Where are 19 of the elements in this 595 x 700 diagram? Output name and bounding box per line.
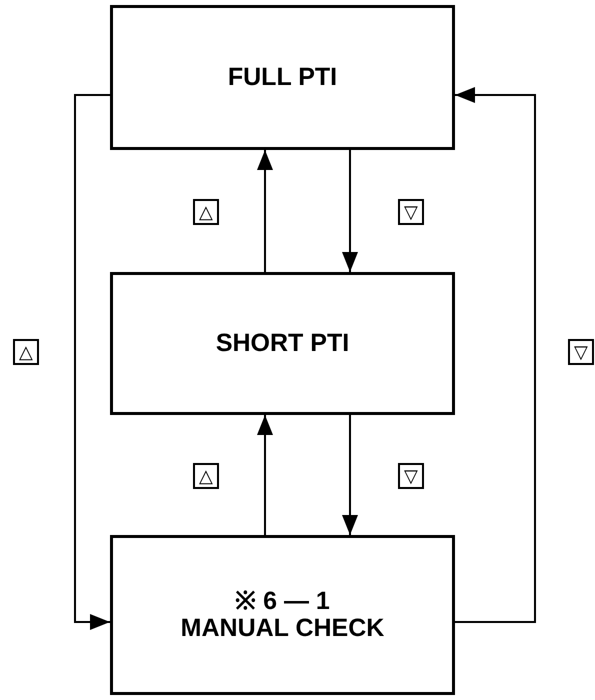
arrow — [455, 87, 536, 623]
arrow — [342, 415, 358, 535]
key-symbol: ▽ — [398, 199, 424, 225]
box-label: FULL PTI — [228, 64, 338, 92]
key-symbol: ▽ — [568, 338, 594, 364]
box-label: MANUAL CHECK — [180, 615, 384, 642]
key-symbol: △ — [193, 199, 219, 225]
process-box — [110, 272, 455, 415]
arrow — [342, 150, 358, 272]
process-box — [110, 535, 455, 695]
key-symbol: ▽ — [398, 463, 424, 489]
arrow — [74, 94, 110, 630]
key-symbol: △ — [13, 338, 39, 364]
box-label: SHORT PTI — [216, 330, 350, 358]
process-box — [110, 5, 455, 150]
key-symbol: △ — [193, 463, 219, 489]
arrow — [257, 150, 273, 272]
arrow — [257, 415, 273, 535]
box-label: ※ 6 — 1 — [235, 588, 330, 615]
